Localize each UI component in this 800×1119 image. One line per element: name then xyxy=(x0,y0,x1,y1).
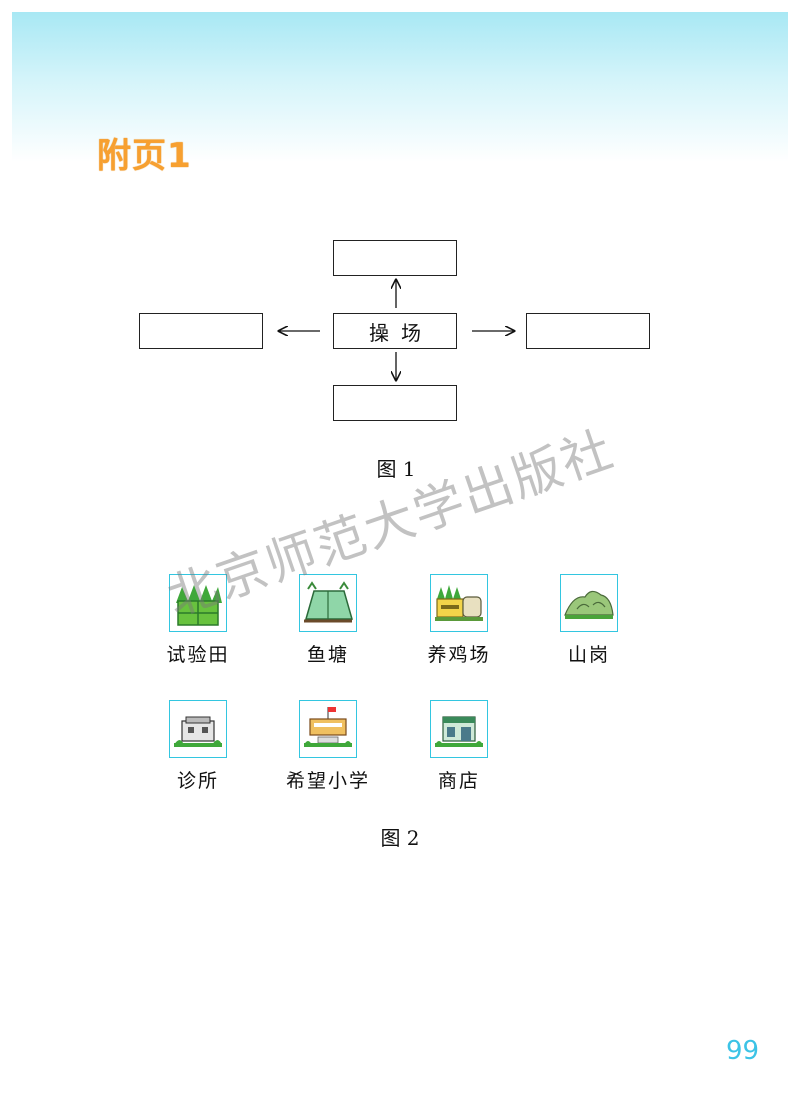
place-label: 诊所 xyxy=(176,770,219,792)
place-hill: 山岗 xyxy=(524,574,654,667)
direction-arrows xyxy=(0,0,800,500)
clinic-icon xyxy=(169,700,227,758)
header-band xyxy=(12,12,788,162)
place-label: 鱼塘 xyxy=(306,644,349,666)
place-fish-pond: 鱼塘 xyxy=(263,574,393,667)
place-label: 养鸡场 xyxy=(427,644,491,666)
page-number: 99 xyxy=(726,1036,760,1066)
place-shop: 商店 xyxy=(394,700,524,793)
figure1-caption: 图 1 xyxy=(376,457,416,481)
center-box-playground: 操场 xyxy=(333,313,457,349)
place-chicken-farm: 养鸡场 xyxy=(394,574,524,667)
field-icon xyxy=(169,574,227,632)
shop-icon xyxy=(430,700,488,758)
school-icon xyxy=(299,700,357,758)
chicken-farm-icon xyxy=(430,574,488,632)
direction-box-east xyxy=(526,313,650,349)
place-school: 希望小学 xyxy=(263,700,393,793)
figure2-caption: 图 2 xyxy=(380,826,420,850)
direction-box-south xyxy=(333,385,457,421)
place-field: 试验田 xyxy=(133,574,263,667)
place-clinic: 诊所 xyxy=(133,700,263,793)
center-label: 操场 xyxy=(369,320,433,345)
place-label: 商店 xyxy=(437,770,480,792)
hill-icon xyxy=(560,574,618,632)
place-label: 希望小学 xyxy=(285,770,370,792)
direction-box-north xyxy=(333,240,457,276)
direction-box-west xyxy=(139,313,263,349)
fish-pond-icon xyxy=(299,574,357,632)
place-label: 试验田 xyxy=(166,644,230,666)
page-title: 附页1 xyxy=(97,136,192,176)
place-label: 山岗 xyxy=(567,644,610,666)
